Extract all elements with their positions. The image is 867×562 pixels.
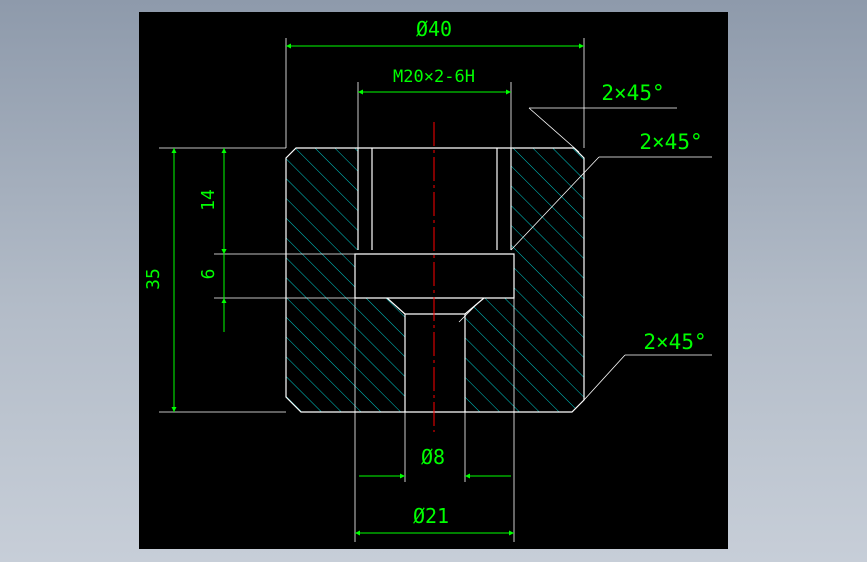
part-outline: [285, 147, 585, 413]
threaded-bore: [357, 148, 512, 250]
dia-40-label: Ø40: [416, 17, 452, 41]
dimension-lines: [171, 43, 584, 536]
hatch-bottom-right: [465, 298, 514, 412]
dim-6-label: 6: [198, 269, 219, 280]
extension-lines: [159, 38, 585, 542]
dia-21-label: Ø21: [413, 504, 449, 528]
hatch-right-section: [496, 148, 584, 412]
dim-35-label: 35: [143, 268, 164, 290]
chamfer-leaders: [458, 107, 712, 401]
dim-14-label: 14: [198, 189, 219, 211]
thread-label: M20×2-6H: [393, 67, 475, 87]
chamfer-label-2: 2×45°: [639, 130, 702, 154]
drawing-canvas[interactable]: Ø40 M20×2-6H 2×45° 2×45° 2×45° 14 6 35 Ø…: [139, 12, 728, 549]
technical-drawing: Ø40 M20×2-6H 2×45° 2×45° 2×45° 14 6 35 Ø…: [143, 17, 712, 542]
hatch-left-section: [286, 148, 358, 412]
dia-8-label: Ø8: [421, 445, 445, 469]
chamfer-label-1: 2×45°: [601, 81, 664, 105]
hatch-bottom-left: [358, 298, 405, 412]
chamfer-label-3: 2×45°: [643, 330, 706, 354]
